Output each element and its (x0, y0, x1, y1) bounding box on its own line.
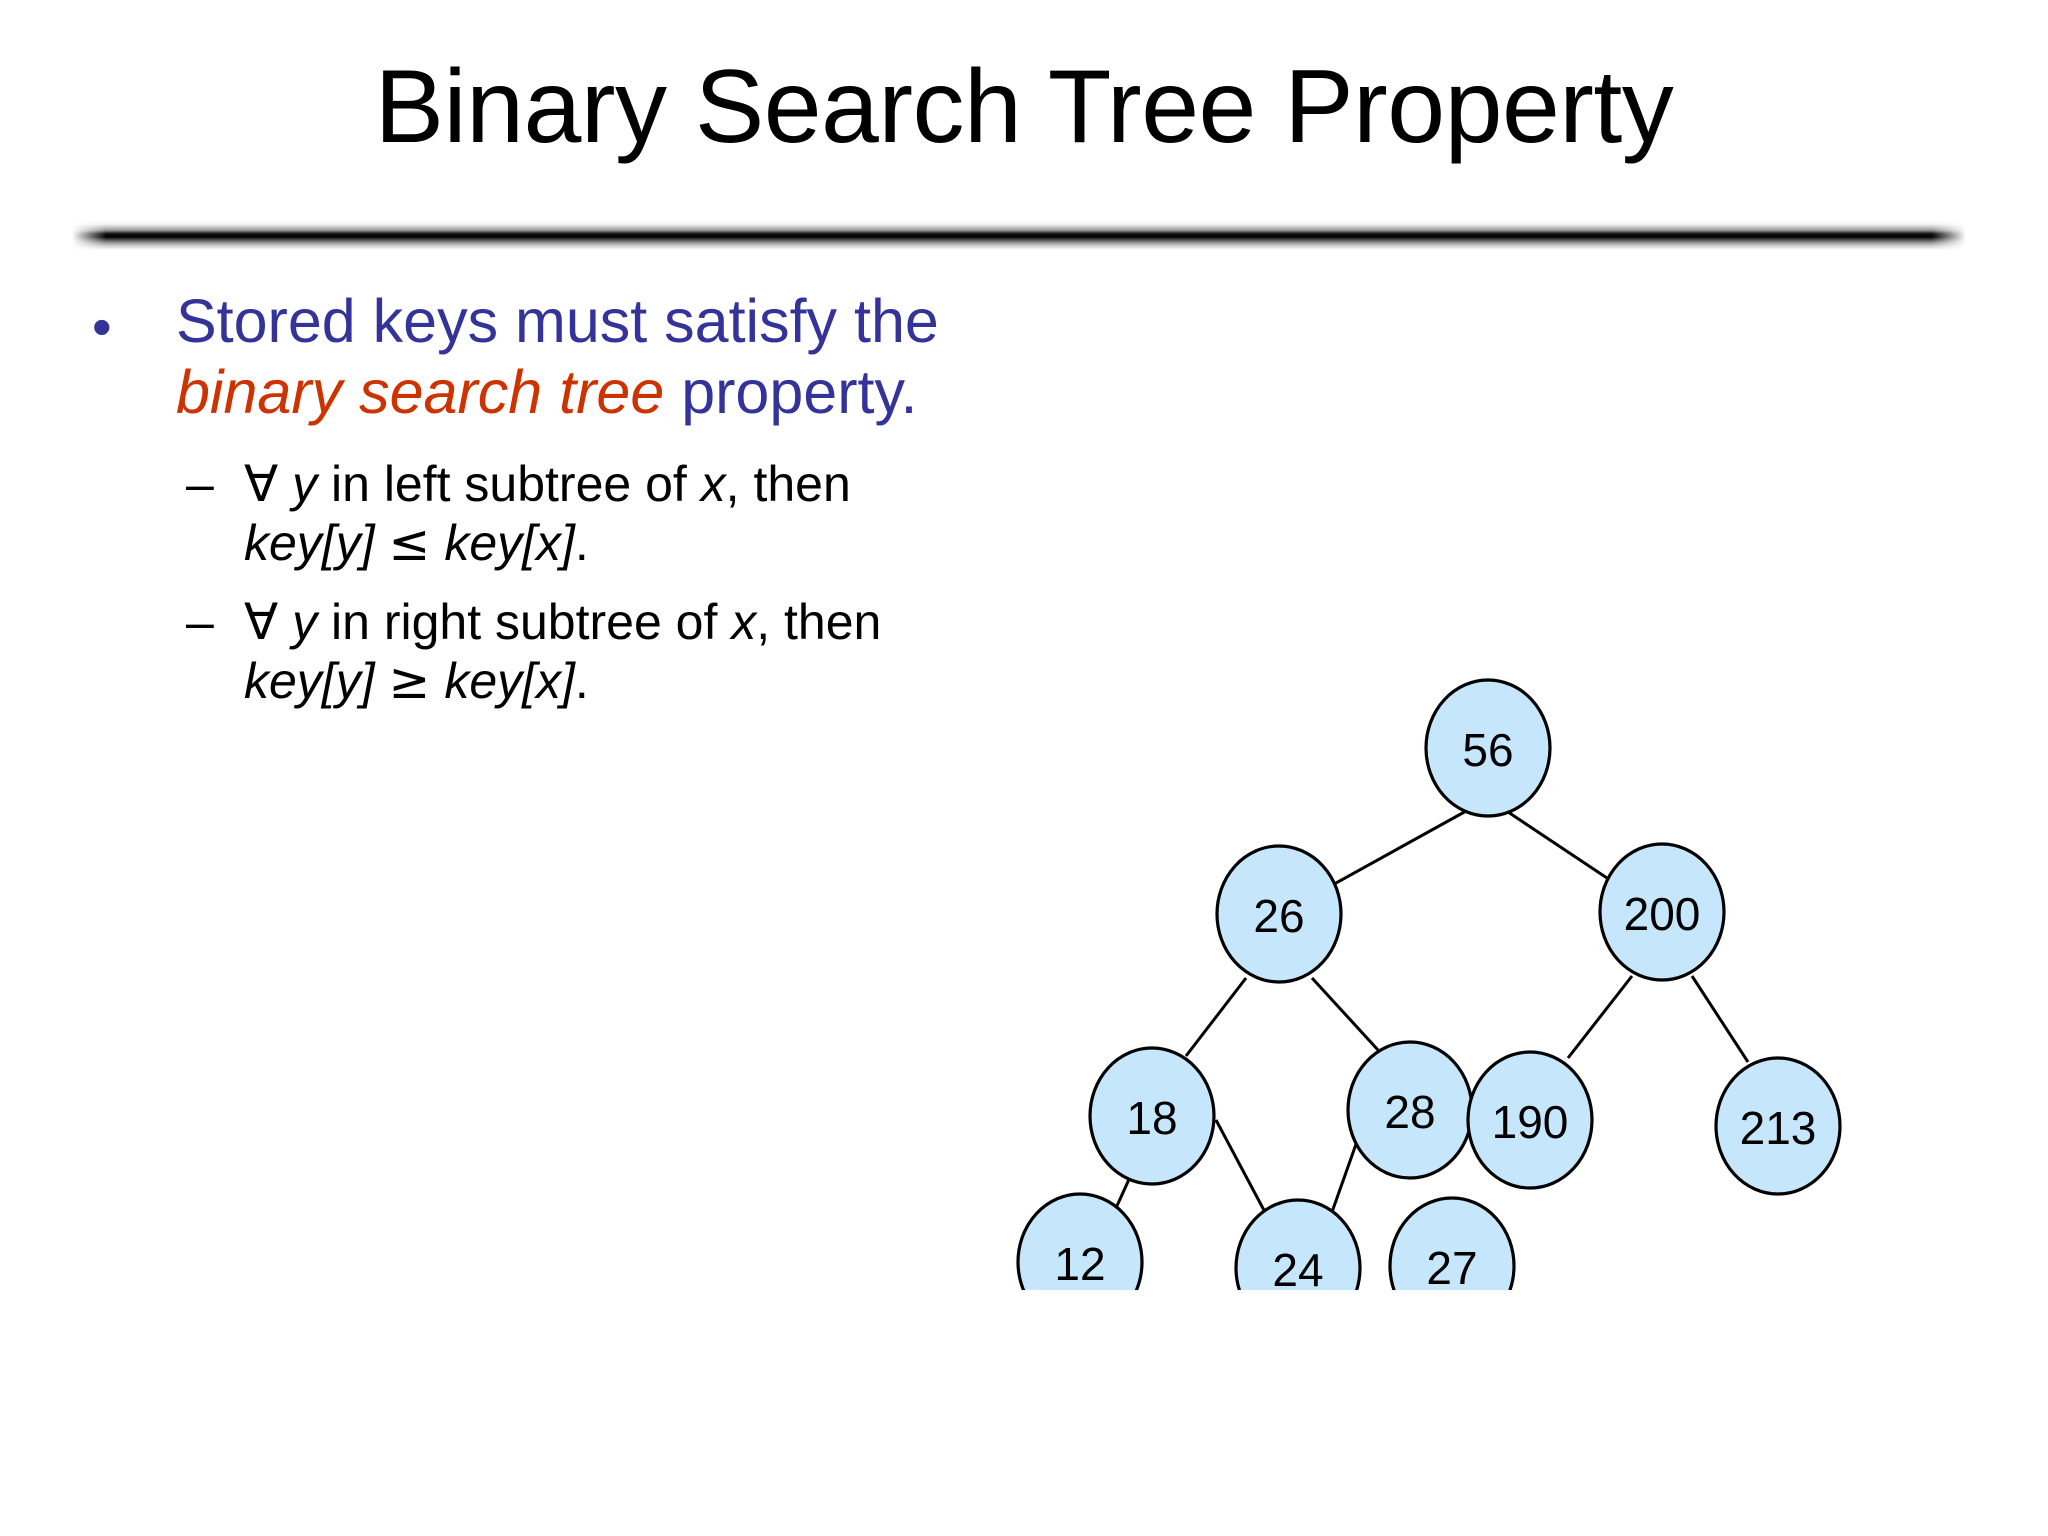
en-dash-icon: – (186, 593, 214, 650)
edge-26-28 (1310, 976, 1380, 1052)
forall-icon: ∀ (244, 592, 279, 651)
node-circle[interactable] (1016, 1192, 1144, 1290)
node-label: 56 (1462, 724, 1513, 776)
key-y-2: key[y] (244, 652, 375, 709)
node-circle[interactable] (1714, 1056, 1842, 1196)
less-equal-icon: ≤ (388, 513, 431, 572)
node-label: 24 (1272, 1244, 1323, 1290)
bullet-level1-run1: Stored keys must satisfy the (176, 287, 939, 355)
var-y-2: y (292, 593, 318, 650)
sub-bullet-right-subtree: –∀ y in right subtree of x, then key[y] … (186, 593, 978, 711)
edge-18-24 (1214, 1119, 1268, 1215)
tree-node-26[interactable]: 26 (1215, 844, 1343, 984)
sub-bullet-1-period: . (574, 514, 589, 571)
node-label: 12 (1054, 1238, 1105, 1290)
sub-bullet-1-tail: , then (725, 455, 851, 512)
bullet-dot-icon: • (92, 294, 112, 358)
bullet-level1-run3: property. (664, 358, 918, 427)
sub-bullet-left-subtree: –∀ y in left subtree of x, then key[y] ≤… (186, 455, 978, 573)
bullet-level1-emphasis: binary search tree (176, 358, 665, 427)
tree-node-190[interactable]: 190 (1466, 1050, 1594, 1190)
edge-200-190 (1566, 975, 1634, 1059)
bullet-list: • Stored keys must satisfy the binary sea… (78, 286, 978, 731)
tree-node-28[interactable]: 28 (1346, 1040, 1474, 1180)
tree-node-12[interactable]: 12 (1016, 1192, 1144, 1290)
sub-bullet-2-tail: , then (756, 593, 882, 650)
node-label: 213 (1740, 1102, 1817, 1154)
page-title: Binary Search Tree Property (374, 49, 1674, 165)
node-label: 28 (1384, 1086, 1435, 1138)
node-circle[interactable] (1466, 1050, 1594, 1190)
key-x-1: key[x] (444, 514, 575, 571)
tree-svg: 56 26 200 18 28 190 (1016, 678, 1842, 1290)
bullet-level1: • Stored keys must satisfy the binary sea… (78, 286, 978, 429)
tree-node-56[interactable]: 56 (1424, 678, 1552, 818)
tree-node-18[interactable]: 18 (1088, 1046, 1216, 1186)
tree-node-200[interactable]: 200 (1598, 842, 1726, 982)
sub-bullet-1-mid: in left subtree of (317, 455, 701, 512)
en-dash-icon: – (186, 455, 214, 512)
node-circle[interactable] (1388, 1196, 1516, 1290)
title-divider-rule (72, 220, 1966, 250)
node-circle[interactable] (1088, 1046, 1216, 1186)
greater-equal-icon: ≥ (388, 651, 431, 710)
node-label: 26 (1253, 890, 1304, 942)
edge-200-213 (1690, 975, 1750, 1063)
node-label: 27 (1426, 1242, 1477, 1290)
var-y-1: y (292, 455, 318, 512)
key-y-1: key[y] (244, 514, 375, 571)
sub-bullet-list: –∀ y in left subtree of x, then key[y] ≤… (78, 455, 978, 711)
var-x-1: x (700, 455, 726, 512)
node-circle[interactable] (1234, 1198, 1362, 1290)
node-label: 190 (1492, 1096, 1569, 1148)
node-circle[interactable] (1424, 678, 1552, 818)
key-x-2: key[x] (444, 652, 575, 709)
node-label: 18 (1126, 1092, 1177, 1144)
node-circle[interactable] (1598, 842, 1726, 982)
forall-icon: ∀ (244, 454, 279, 513)
node-circle[interactable] (1215, 844, 1343, 984)
tree-node-27[interactable]: 27 (1388, 1196, 1516, 1290)
node-label: 200 (1624, 888, 1701, 940)
tree-node-213[interactable]: 213 (1714, 1056, 1842, 1196)
sub-bullet-2-period: . (574, 652, 589, 709)
edge-26-18 (1184, 977, 1248, 1057)
sub-bullet-2-mid: in right subtree of (317, 593, 732, 650)
var-x-2: x (731, 593, 757, 650)
tree-node-24[interactable]: 24 (1234, 1198, 1362, 1290)
binary-search-tree-diagram: 56 26 200 18 28 190 (880, 430, 2040, 1290)
